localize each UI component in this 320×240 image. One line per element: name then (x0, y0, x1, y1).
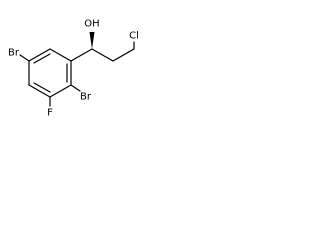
bond-chiral-carbon-to-ch2 (91, 48, 114, 62)
atom-label-hydroxyl: OH (84, 19, 99, 30)
wedge-bond-to-hydroxyl (89, 32, 95, 49)
bond-ring-to-br-top (19, 54, 30, 62)
atom-label-br-ortho: Br (80, 92, 92, 103)
molecular-structure: Br Br F OH Cl (8, 19, 139, 119)
benzene-ring (28, 48, 72, 98)
ring-double-bond-c5-c6 (33, 53, 51, 64)
ring-bond-c3-c4 (28, 84, 51, 98)
ring-bond-c5-c6 (28, 48, 51, 62)
ring-double-bond-c3-c4 (33, 82, 51, 93)
ring-bond-c6-c1 (49, 48, 72, 62)
bond-ring-to-br-ortho (70, 84, 81, 92)
bond-ring-to-chiral-carbon (70, 48, 93, 62)
atom-label-fluorine: F (47, 108, 53, 119)
atom-label-chlorine: Cl (129, 31, 139, 42)
atom-label-br-top: Br (8, 48, 20, 59)
ring-bond-c2-c3 (49, 84, 72, 98)
bond-ch2-to-ch2cl (112, 48, 135, 62)
